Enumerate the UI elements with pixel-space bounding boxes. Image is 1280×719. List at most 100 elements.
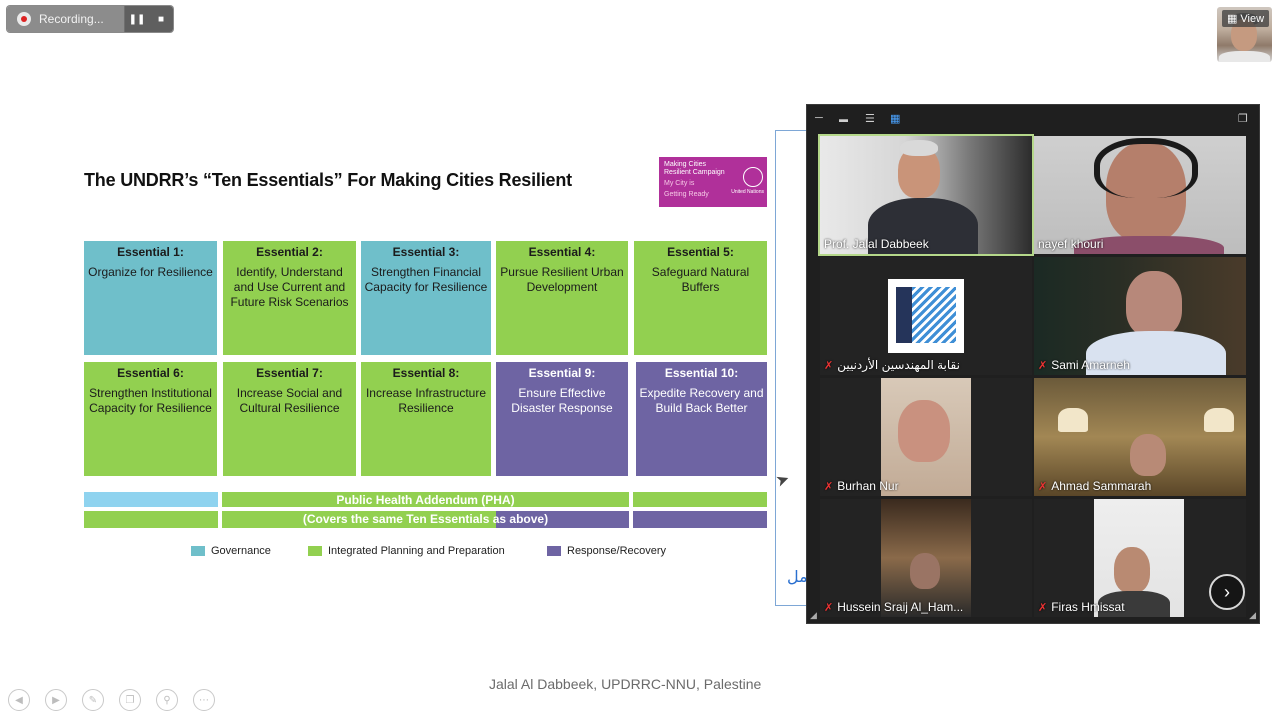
pha-band-row2-1 — [84, 511, 218, 528]
grid-view-icon: ▦ — [1227, 13, 1238, 25]
essential-heading: Essential 1: — [117, 245, 184, 259]
logo-line1: Making Cities — [664, 161, 707, 168]
participant-label: Ahmad Sammarah — [1051, 479, 1152, 493]
video-gallery-panel: ─ ▬ ☰ ▦ ❐ Prof. Jalal Dabbeek nayef khou… — [806, 104, 1260, 624]
recording-indicator[interactable]: Recording... — [7, 6, 124, 32]
speaker-view-icon[interactable]: ☰ — [865, 113, 875, 125]
video-face — [910, 553, 940, 589]
video-tile[interactable]: ✗ نقابة المهندسين الأردنيين — [820, 257, 1032, 375]
participant-name: ✗ Burhan Nur — [824, 479, 899, 493]
video-tile[interactable]: ✗ Burhan Nur — [820, 378, 1032, 496]
more-icon[interactable]: ⋯ — [193, 689, 215, 711]
minimize-icon[interactable]: ─ — [815, 112, 823, 124]
recording-bar: Recording... ❚❚ ■ — [7, 6, 173, 32]
pha-band-row2-3 — [496, 511, 629, 528]
essential-heading: Essential 5: — [667, 245, 734, 259]
participant-name: ✗ Ahmad Sammarah — [1038, 479, 1151, 493]
essential-text: Ensure Effective Disaster Response — [511, 386, 613, 415]
legend-governance: Governance — [191, 545, 271, 557]
participant-name: Prof. Jalal Dabbeek — [824, 237, 929, 251]
essential-heading: Essential 4: — [528, 245, 596, 259]
video-shirt — [1074, 236, 1224, 254]
gallery-view-icon[interactable]: ▦ — [890, 113, 901, 125]
logo-line2: Resilient Campaign — [664, 169, 725, 177]
un-emblem-icon — [743, 167, 763, 187]
stop-recording-button[interactable]: ■ — [149, 6, 173, 32]
essential-text: Increase Social and Cultural Resilience — [236, 386, 343, 415]
logo-line3: My City is — [664, 180, 695, 188]
view-options-button[interactable]: ▦ View — [1222, 10, 1270, 27]
essential-5: Essential 5: Safeguard Natural Buffers — [634, 241, 767, 355]
participant-label: نقابة المهندسين الأردنيين — [837, 358, 960, 372]
muted-mic-icon: ✗ — [1038, 601, 1048, 614]
participant-name: ✗ Sami Amarneh — [1038, 358, 1130, 372]
pen-icon[interactable]: ✎ — [82, 689, 104, 711]
next-page-button[interactable]: › — [1209, 574, 1245, 610]
participant-name: ✗ نقابة المهندسين الأردنيين — [824, 358, 960, 372]
prev-slide-icon[interactable]: ◀ — [8, 689, 30, 711]
pha-band-planning-2 — [633, 492, 767, 507]
video-shirt — [1098, 591, 1170, 617]
lamp-icon — [1204, 408, 1234, 432]
essential-4: Essential 4: Pursue Resilient Urban Deve… — [496, 241, 628, 355]
lamp-icon — [1058, 408, 1088, 432]
essential-text: Safeguard Natural Buffers — [651, 265, 750, 294]
video-tile[interactable]: ✗ Hussein Sraij Al_Ham... — [820, 499, 1032, 617]
video-tile[interactable]: ✗ Sami Amarneh — [1034, 257, 1246, 375]
pause-recording-button[interactable]: ❚❚ — [125, 6, 149, 32]
pha-band-row2-4 — [633, 511, 767, 528]
participant-label: Sami Amarneh — [1051, 358, 1130, 372]
video-tile[interactable]: nayef khouri — [1034, 136, 1246, 254]
essential-heading: Essential 3: — [392, 245, 460, 259]
copy-icon[interactable]: ❐ — [119, 689, 141, 711]
video-shirt — [1219, 51, 1270, 62]
legend-planning: Integrated Planning and Preparation — [308, 545, 505, 557]
legend-response: Response/Recovery — [547, 545, 666, 557]
logo-un-text: United Nations — [731, 189, 764, 195]
logo-stripes — [912, 287, 956, 343]
video-shirt — [1086, 331, 1226, 375]
logo-bar — [896, 287, 912, 343]
arabic-text-fragment: مل — [787, 569, 808, 586]
legend-swatch — [308, 546, 322, 556]
chevron-right-icon: › — [1224, 581, 1230, 602]
participant-name: ✗ Firas Hmissat — [1038, 600, 1125, 614]
pha-subtitle: (Covers the same Ten Essentials as above… — [302, 512, 549, 526]
video-face — [1114, 547, 1150, 593]
view-label: View — [1240, 12, 1265, 25]
pha-title: Public Health Addendum (PHA) — [336, 493, 515, 507]
participant-name: nayef khouri — [1038, 237, 1103, 251]
pha-band-row2-2 — [222, 511, 496, 528]
video-hair — [900, 140, 938, 156]
resize-handle-icon[interactable]: ◢ — [810, 610, 817, 620]
exit-fullscreen-icon[interactable]: ❐ — [1238, 113, 1248, 125]
muted-mic-icon: ✗ — [824, 601, 834, 614]
essential-heading: Essential 7: — [256, 366, 323, 380]
participant-label: Hussein Sraij Al_Ham... — [837, 600, 964, 614]
essential-text: Pursue Resilient Urban Development — [500, 265, 624, 294]
video-suit — [868, 198, 978, 254]
presentation-toolbar: ◀ ▶ ✎ ❐ ⚲ ⋯ — [8, 689, 215, 711]
next-slide-icon[interactable]: ▶ — [45, 689, 67, 711]
essential-text: Strengthen Institutional Capacity for Re… — [89, 386, 212, 415]
essential-9: Essential 9: Ensure Effective Disaster R… — [496, 362, 628, 476]
thumbnail-view-icon[interactable]: ▬ — [839, 114, 848, 124]
zoom-icon[interactable]: ⚲ — [156, 689, 178, 711]
stop-icon: ■ — [157, 13, 165, 25]
video-face — [1126, 271, 1182, 337]
gallery-toolbar: ─ ▬ ☰ ▦ ❐ — [807, 105, 1259, 135]
video-tile[interactable]: ✗ Firas Hmissat — [1034, 499, 1246, 617]
essential-heading: Essential 6: — [117, 366, 184, 380]
essential-2: Essential 2: Identify, Understand and Us… — [223, 241, 356, 355]
pha-band-planning — [222, 492, 629, 507]
legend-swatch — [547, 546, 561, 556]
recording-label: Recording... — [39, 12, 104, 26]
resize-handle-icon[interactable]: ◢ — [1249, 610, 1256, 620]
record-icon — [17, 12, 31, 26]
video-tile[interactable]: ✗ Ahmad Sammarah — [1034, 378, 1246, 496]
essential-heading: Essential 2: — [256, 245, 323, 259]
divider — [124, 6, 125, 32]
video-face — [1130, 434, 1166, 476]
video-tile[interactable]: Prof. Jalal Dabbeek — [818, 134, 1034, 256]
